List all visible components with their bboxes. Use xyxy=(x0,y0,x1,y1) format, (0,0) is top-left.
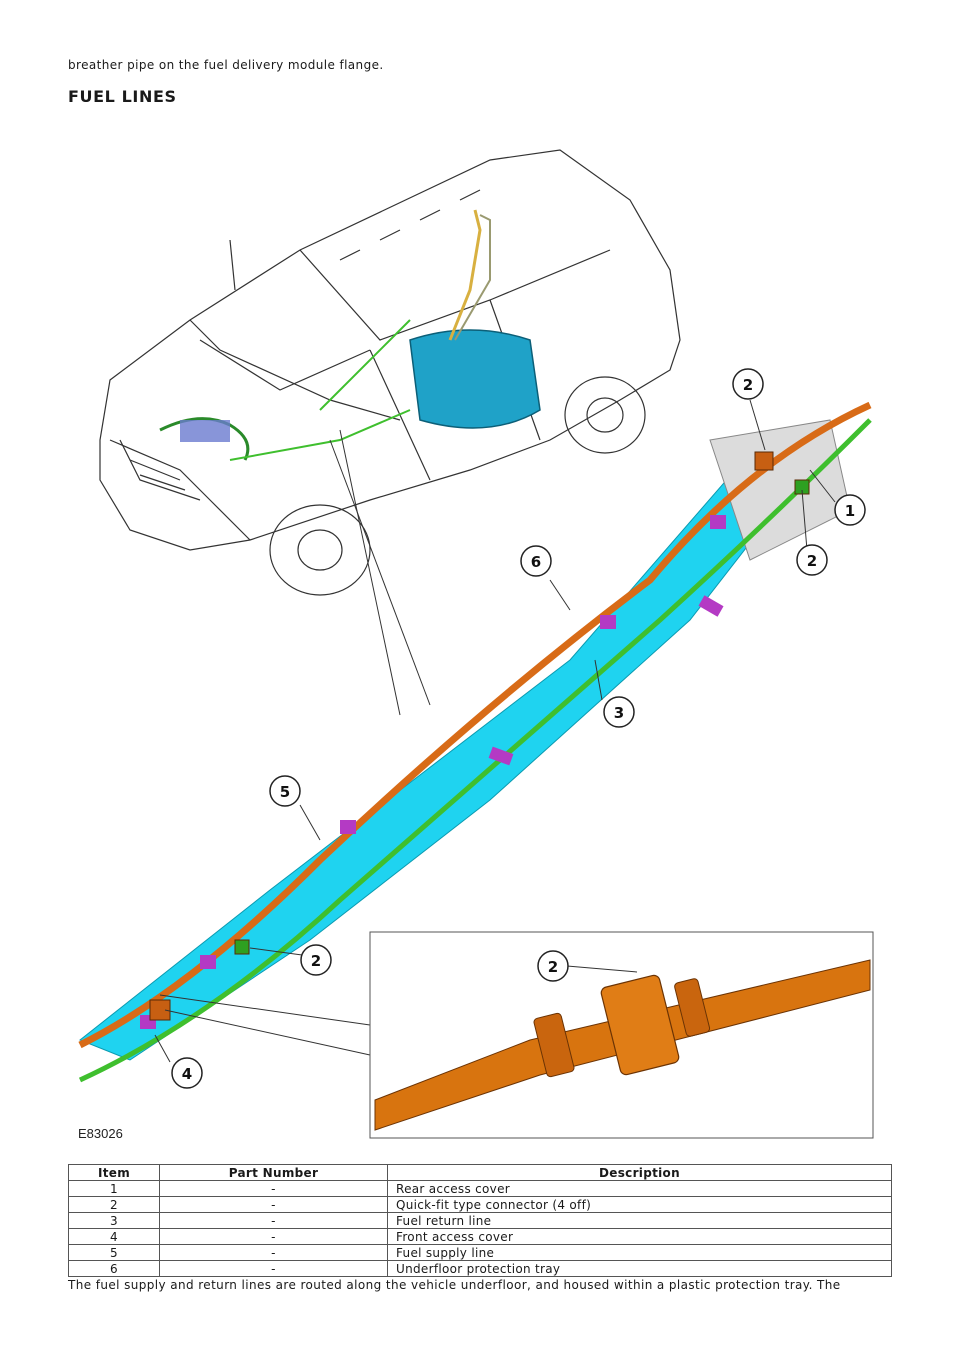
callout-leaders xyxy=(154,399,836,1063)
engine-bay-components xyxy=(159,409,411,461)
fuel-lines-illustration: 2 1 2 6 3 5 2 4 2 xyxy=(70,140,890,1150)
cell-item: 6 xyxy=(68,1260,160,1277)
intro-text: breather pipe on the fuel delivery modul… xyxy=(68,58,384,72)
cell-description: Fuel supply line xyxy=(387,1244,892,1261)
section-title: FUEL LINES xyxy=(68,87,177,106)
cell-description: Front access cover xyxy=(387,1228,892,1245)
body-paragraph: The fuel supply and return lines are rou… xyxy=(68,1278,841,1292)
svg-text:2: 2 xyxy=(807,552,817,570)
cell-part-number: - xyxy=(159,1212,388,1229)
header-item: Item xyxy=(68,1164,160,1181)
table-row: 1 - Rear access cover xyxy=(68,1180,892,1197)
header-description: Description xyxy=(387,1164,892,1181)
callout-item-2-rear: 2 xyxy=(732,368,764,400)
callout-item-2-return: 2 xyxy=(796,544,828,576)
svg-text:5: 5 xyxy=(280,783,290,801)
table-header-row: Item Part Number Description xyxy=(68,1164,892,1181)
cell-part-number: - xyxy=(159,1196,388,1213)
cell-part-number: - xyxy=(159,1260,388,1277)
cell-part-number: - xyxy=(159,1244,388,1261)
callout-item-4: 4 xyxy=(171,1057,203,1089)
table-row: 3 - Fuel return line xyxy=(68,1212,892,1229)
svg-text:3: 3 xyxy=(614,704,624,722)
connector-detail-inset xyxy=(369,931,874,1139)
view-leader-lines xyxy=(329,429,431,716)
cell-item: 3 xyxy=(68,1212,160,1229)
figure-code: E83026 xyxy=(78,1126,123,1141)
svg-text:2: 2 xyxy=(743,376,753,394)
callout-item-2-front: 2 xyxy=(300,944,332,976)
table-row: 2 - Quick-fit type connector (4 off) xyxy=(68,1196,892,1213)
header-part-number: Part Number xyxy=(159,1164,388,1181)
table-row: 5 - Fuel supply line xyxy=(68,1244,892,1261)
cell-description: Quick-fit type connector (4 off) xyxy=(387,1196,892,1213)
callout-item-3: 3 xyxy=(603,696,635,728)
cell-description: Rear access cover xyxy=(387,1180,892,1197)
callout-item-6: 6 xyxy=(520,545,552,577)
cell-item: 1 xyxy=(68,1180,160,1197)
table-row: 6 - Underfloor protection tray xyxy=(68,1260,892,1277)
fuel-tank xyxy=(319,209,541,429)
svg-text:6: 6 xyxy=(531,553,541,571)
cell-item: 2 xyxy=(68,1196,160,1213)
quick-fit-connectors xyxy=(149,451,810,1021)
cell-part-number: - xyxy=(159,1180,388,1197)
svg-text:1: 1 xyxy=(845,502,855,520)
cell-item: 4 xyxy=(68,1228,160,1245)
callout-item-2-inset: 2 xyxy=(537,950,569,982)
cell-item: 5 xyxy=(68,1244,160,1261)
cell-description: Fuel return line xyxy=(387,1212,892,1229)
svg-text:2: 2 xyxy=(311,952,321,970)
cell-part-number: - xyxy=(159,1228,388,1245)
parts-table: Item Part Number Description 1 - Rear ac… xyxy=(68,1164,892,1277)
table-row: 4 - Front access cover xyxy=(68,1228,892,1245)
svg-text:4: 4 xyxy=(182,1065,192,1083)
vehicle-outline xyxy=(99,149,681,596)
fuel-supply-line xyxy=(78,401,872,1049)
callout-item-1: 1 xyxy=(834,494,866,526)
svg-text:2: 2 xyxy=(548,958,558,976)
callout-item-5: 5 xyxy=(269,775,301,807)
zoom-leader-lines xyxy=(159,994,371,1056)
cell-description: Underfloor protection tray xyxy=(387,1260,892,1277)
